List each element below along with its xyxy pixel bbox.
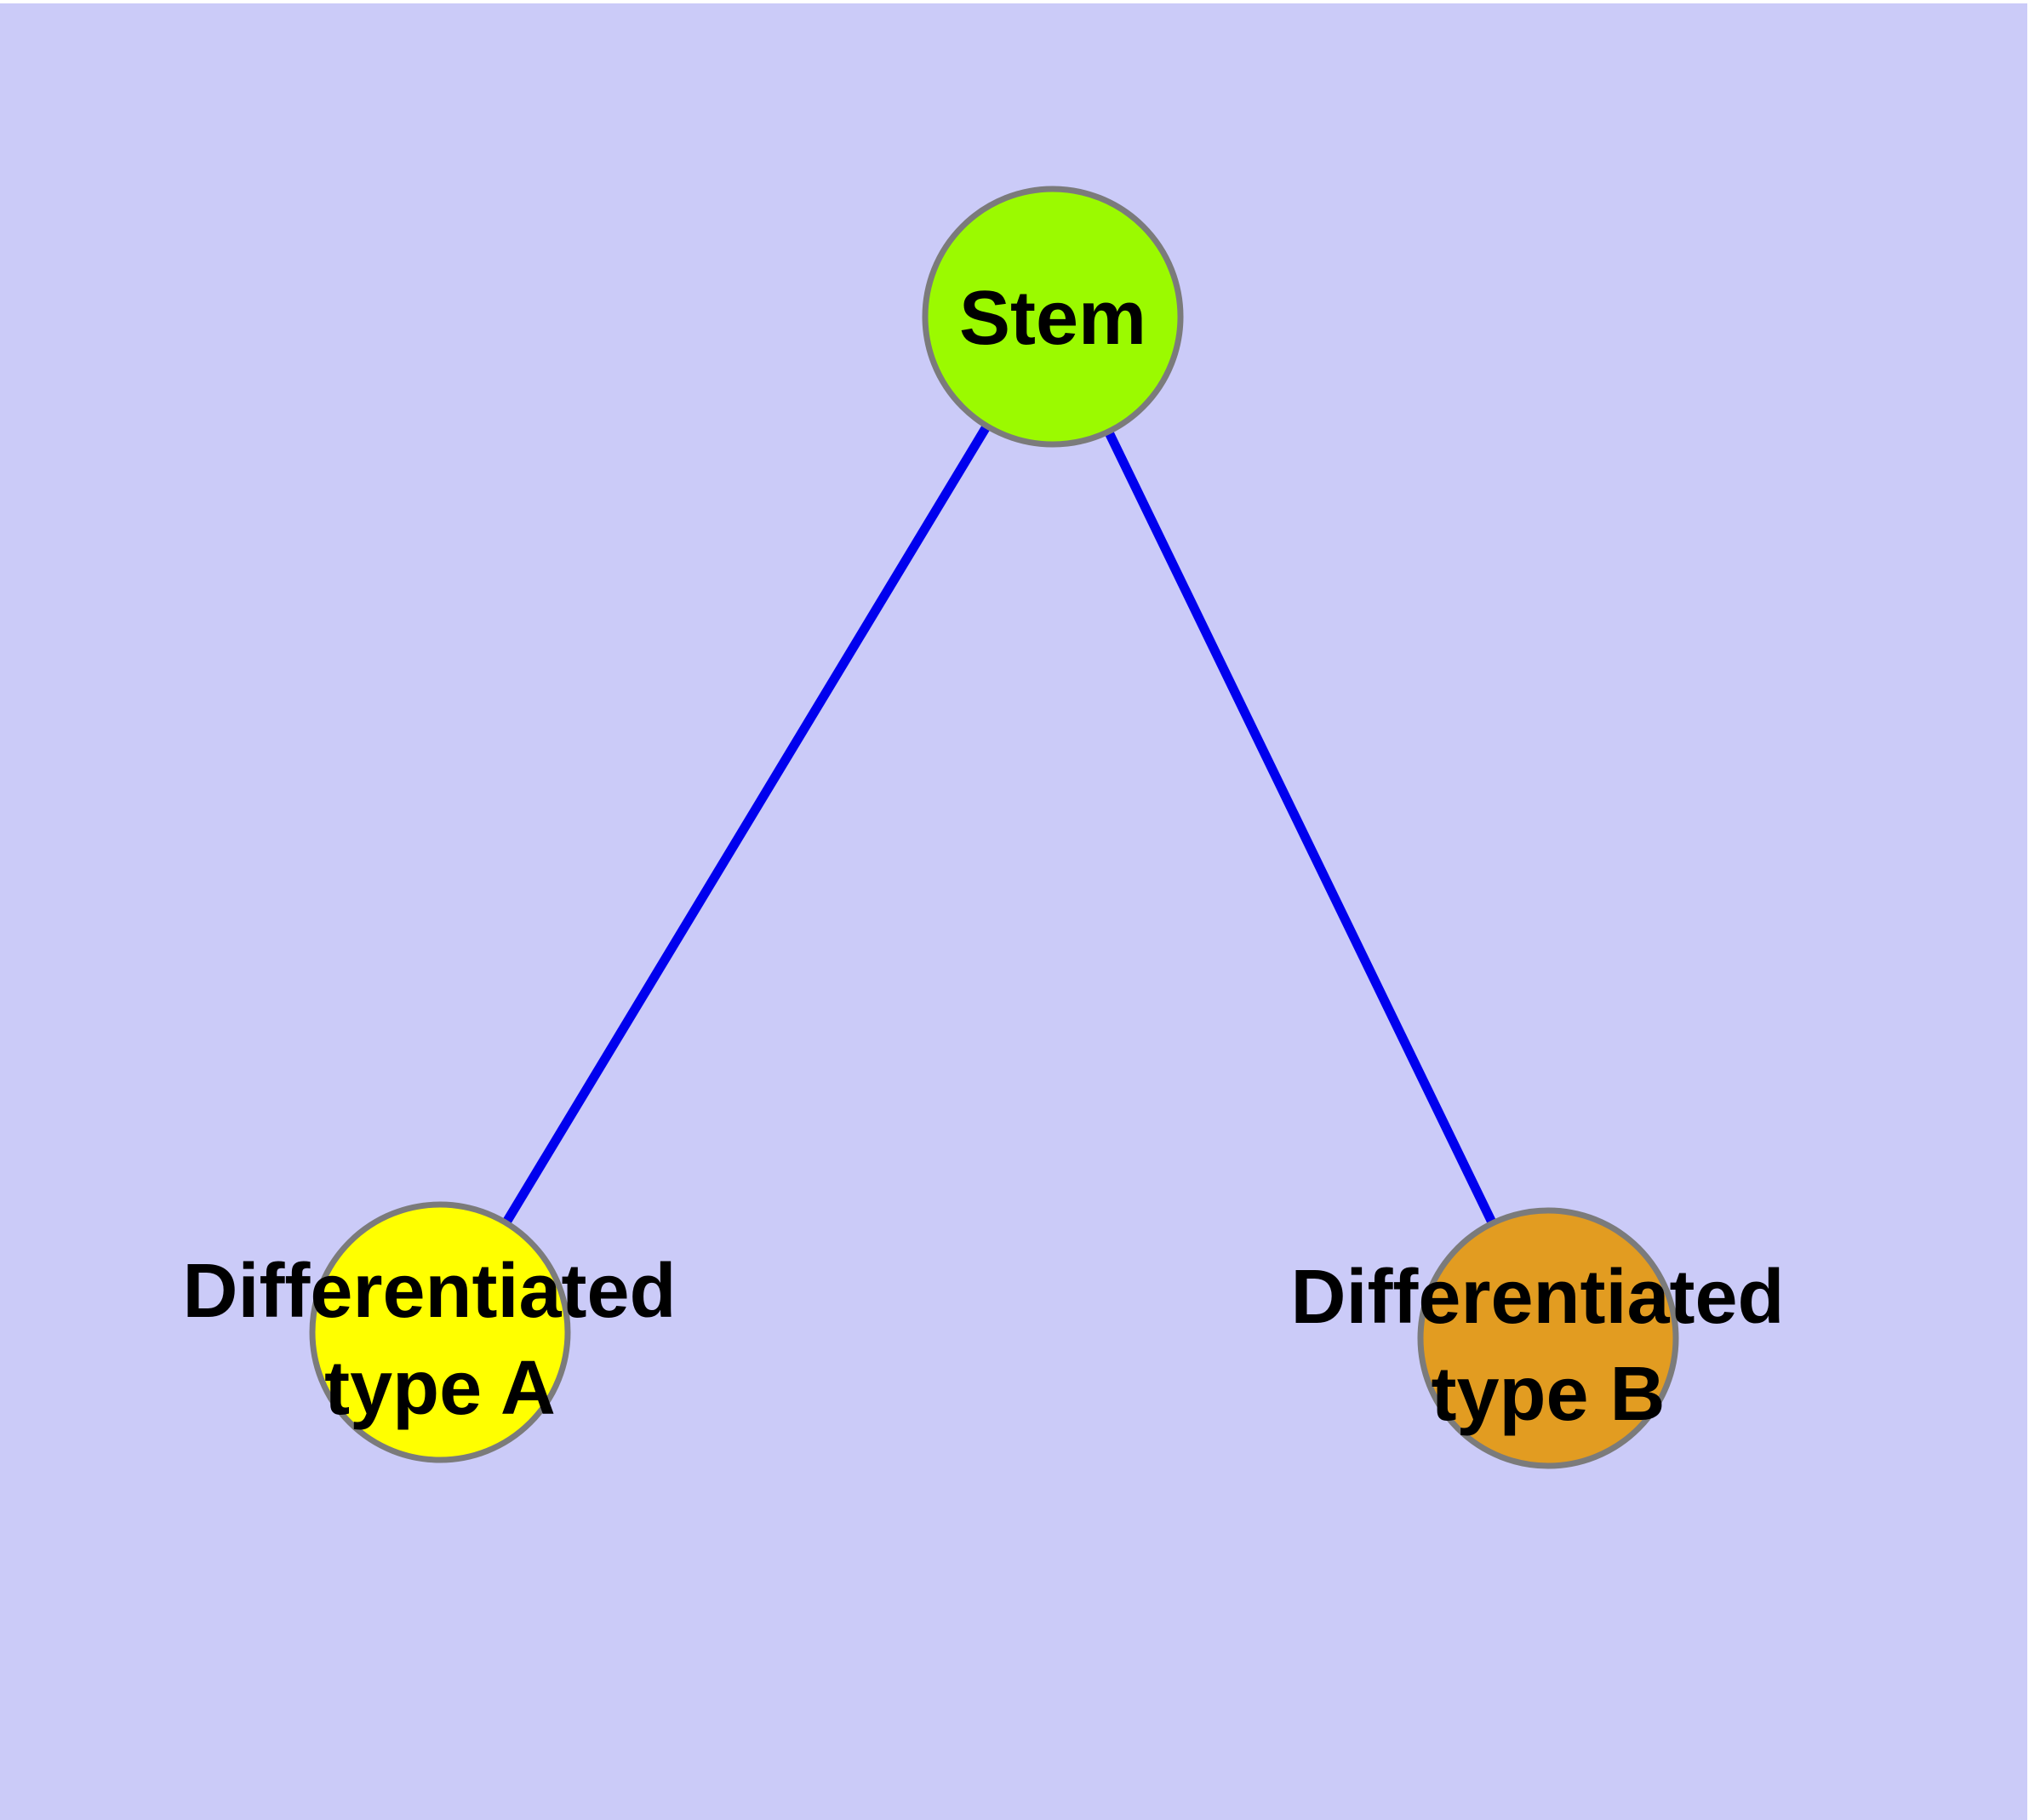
node-differentiated-type-a-label: Differentiated type A	[182, 1249, 697, 1431]
node-differentiated-type-b: Differentiated type B	[1290, 1207, 1805, 1469]
node-differentiated-type-a-circle	[309, 1201, 571, 1463]
node-differentiated-type-b-label: Differentiated type B	[1290, 1255, 1805, 1437]
node-differentiated-type-a: Differentiated type A	[182, 1201, 697, 1463]
node-differentiated-type-b-label-line2: type B	[1431, 1352, 1665, 1437]
edge-stem-to-differentiated-type-a	[436, 314, 1057, 1335]
node-stem-circle	[922, 186, 1184, 448]
node-differentiated-type-b-label-line1: Differentiated	[1290, 1255, 1784, 1340]
node-stem-label: Stem	[959, 276, 1146, 361]
node-differentiated-type-a-label-line1: Differentiated	[182, 1249, 676, 1334]
node-differentiated-type-a-label-line2: type A	[324, 1346, 556, 1431]
node-differentiated-type-b-circle	[1417, 1207, 1679, 1469]
node-stem: Stem	[922, 186, 1184, 448]
edge-stem-to-differentiated-type-b	[1049, 314, 1552, 1341]
